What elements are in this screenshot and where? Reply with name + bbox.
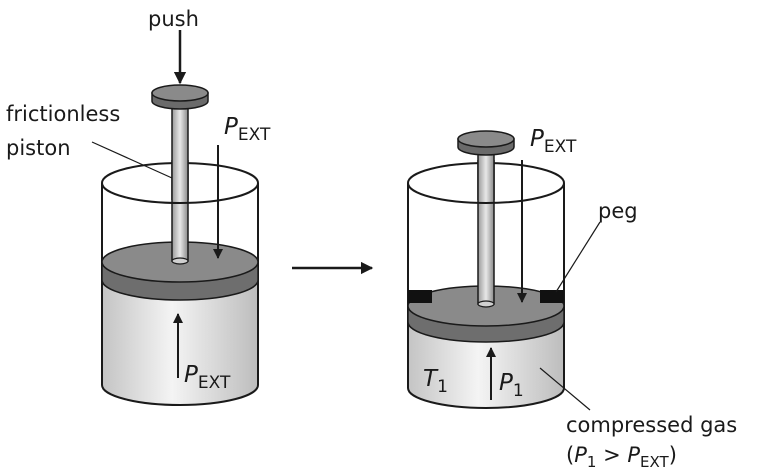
label-condition: (P1 > PEXT) <box>566 443 677 471</box>
frictionless-leader <box>91 141 173 179</box>
right-knob-top <box>457 130 515 148</box>
left-knob-top <box>151 84 209 102</box>
label-push: push <box>148 7 199 31</box>
label-pext-right-top: PEXT <box>530 126 577 157</box>
right-gas-body <box>408 326 564 408</box>
left-cylinder-bottom <box>101 384 259 406</box>
left-rod-foot <box>171 257 189 265</box>
peg-right <box>540 290 564 303</box>
label-compressed-gas: compressed gas <box>566 413 737 437</box>
right-cylinder-bottom <box>407 387 565 409</box>
label-frictionless: frictionless <box>6 102 120 126</box>
label-p1: P1 <box>499 370 524 401</box>
peg-leader <box>555 221 601 293</box>
right-rod-foot <box>477 300 495 308</box>
left-cylinder <box>91 30 259 406</box>
peg-left <box>408 290 432 303</box>
label-piston: piston <box>6 136 71 160</box>
compressed-gas-leader <box>539 367 591 411</box>
label-t1: T1 <box>423 366 448 397</box>
label-pext-left-top: PEXT <box>224 114 271 145</box>
left-gas-body <box>102 283 258 405</box>
label-pext-left-bottom: PEXT <box>184 362 231 393</box>
right-cylinder <box>407 130 601 411</box>
label-peg: peg <box>598 199 638 223</box>
